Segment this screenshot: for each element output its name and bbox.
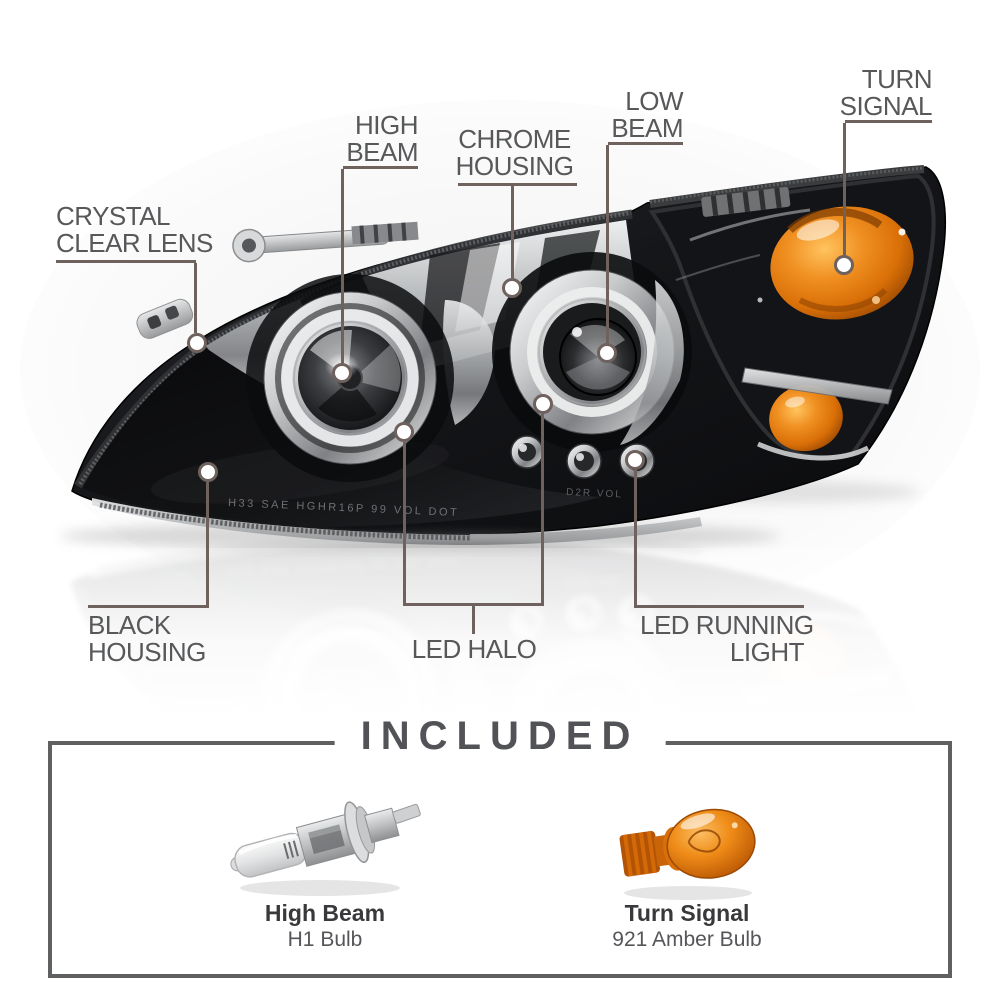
- callout-line: [472, 606, 475, 634]
- lens-rim: [74, 165, 925, 489]
- label-line: LOW: [625, 86, 683, 116]
- label-line: CLEAR LENS: [56, 228, 213, 258]
- headlight-photo: H33 SAE HGHR16P 99 VOL DOT D2R VOL: [0, 100, 1000, 720]
- callout-dot-led-running-light: [625, 450, 645, 470]
- label-line: HOUSING: [88, 637, 206, 667]
- low-beam-projector: [492, 252, 692, 452]
- callout-dot-black-housing: [198, 462, 218, 482]
- callout-line: [56, 260, 196, 263]
- callout-dot-turn-signal: [834, 255, 854, 275]
- amber-bulb-image: [619, 808, 756, 900]
- callout-line: [541, 414, 544, 604]
- callout-line: [845, 120, 932, 123]
- included-item-name: Turn Signal: [624, 900, 750, 926]
- included-item-bulb: H1 Bulb: [287, 928, 363, 951]
- mounting-bracket-right: [701, 186, 791, 217]
- headlight-unit: H33 SAE HGHR16P 99 VOL DOT D2R VOL: [71, 165, 947, 545]
- mounting-tab-left: [136, 298, 194, 339]
- label-line: TURN: [861, 64, 933, 94]
- callout-line: [88, 605, 209, 608]
- label-line: BLACK: [88, 610, 171, 640]
- ribbed-block-top: [351, 221, 419, 245]
- callout-line: [206, 482, 209, 606]
- included-title: INCLUDED: [334, 714, 666, 758]
- callout-line: [343, 166, 418, 169]
- callout-line: [606, 145, 609, 343]
- label-line: LED HALO: [411, 634, 537, 664]
- label-chrome-housing: CHROME HOUSING: [452, 126, 577, 180]
- label-line: CHROME: [458, 124, 571, 154]
- label-black-housing: BLACK HOUSING: [88, 612, 206, 666]
- label-led-halo: LED HALO: [408, 636, 540, 663]
- label-line: BEAM: [611, 113, 683, 143]
- label-line: LED RUNNING: [640, 610, 814, 640]
- callout-line: [458, 183, 577, 186]
- callout-dot-crystal-clear-lens: [187, 333, 207, 353]
- callout-dot-led-halo-right: [533, 394, 553, 414]
- callout-line: [403, 603, 544, 606]
- included-item-bulb: 921 Amber Bulb: [612, 928, 762, 951]
- callout-line: [341, 169, 344, 363]
- callout-line: [634, 605, 804, 608]
- label-high-beam: HIGH BEAM: [318, 112, 418, 166]
- label-line: SIGNAL: [839, 91, 933, 121]
- callout-dot-chrome-housing: [502, 278, 522, 298]
- callout-line: [608, 142, 683, 145]
- lens-etching-secondary: D2R VOL: [566, 487, 623, 500]
- h1-bulb-image: [230, 801, 421, 896]
- label-led-running-light: LED RUNNING LIGHT: [640, 610, 814, 667]
- callout-line: [403, 442, 406, 604]
- callout-line: [634, 470, 637, 606]
- label-line: BEAM: [346, 137, 418, 167]
- included-item-name: High Beam: [264, 900, 386, 926]
- reflection-fade: [0, 548, 1000, 720]
- label-low-beam: LOW BEAM: [593, 88, 683, 142]
- callout-dot-low-beam: [597, 343, 617, 363]
- label-line: HIGH: [355, 110, 419, 140]
- label-line: HOUSING: [455, 151, 574, 181]
- label-line: LIGHT: [729, 637, 805, 667]
- label-line: CRYSTAL: [56, 201, 171, 231]
- callout-dot-led-halo-left: [394, 422, 414, 442]
- label-turn-signal: TURN SIGNAL: [822, 64, 933, 121]
- included-box: [48, 741, 952, 978]
- callout-line: [511, 186, 514, 278]
- chrome-accent-strip: [741, 367, 893, 405]
- callout-line: [843, 123, 846, 255]
- callout-line: [194, 263, 197, 333]
- label-crystal-clear-lens: CRYSTAL CLEAR LENS: [56, 203, 213, 257]
- callout-dot-high-beam: [332, 363, 352, 383]
